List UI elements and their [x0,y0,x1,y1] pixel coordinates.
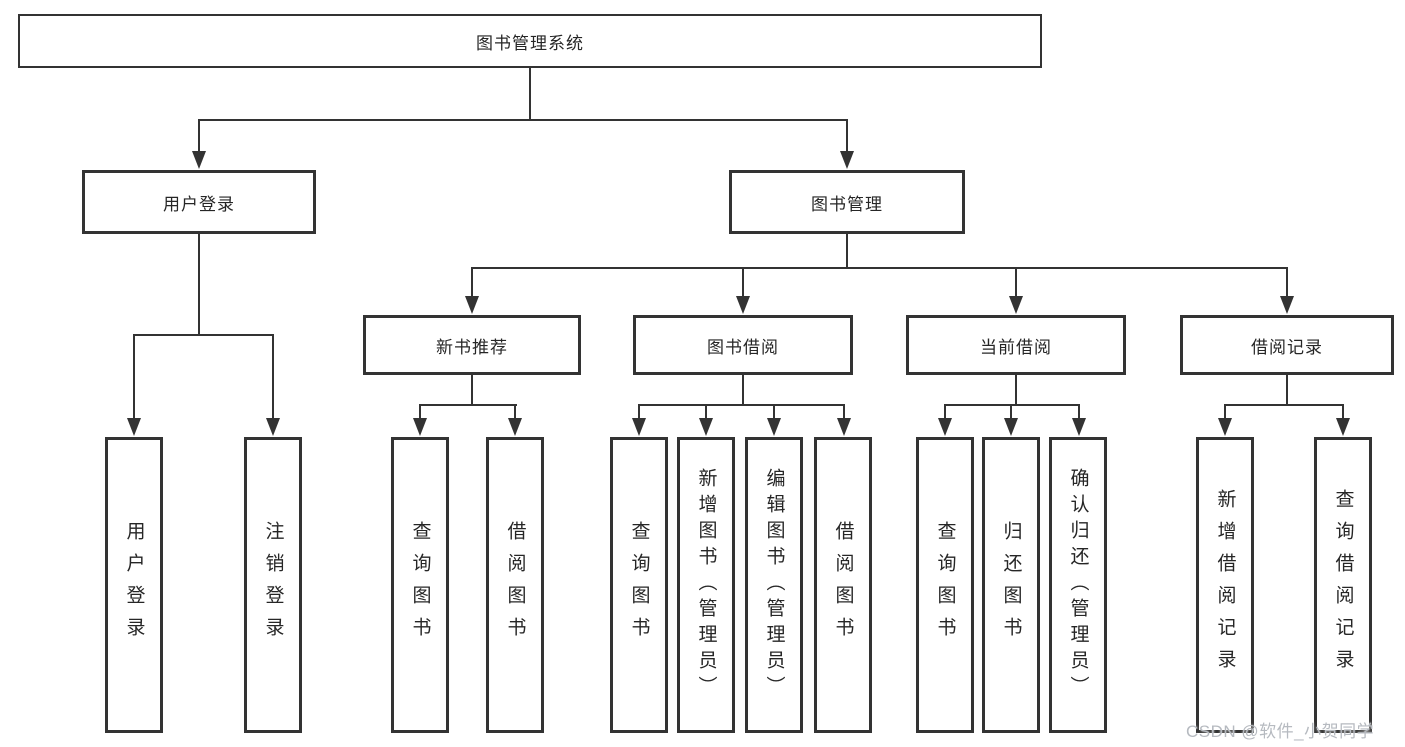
connector-br-stem [1286,375,1288,406]
node-ul-logout-label: 注销登录 [262,521,284,649]
arrowhead-bb-add [699,418,713,436]
node-current-borrowing-label: 当前借阅 [980,337,1052,357]
node-nbr-query-books-label: 查询图书 [409,521,431,649]
node-bb-query-books: 查询图书 [610,437,668,733]
connector-root-stem [529,68,531,121]
arrow-shaft-cb-query [944,404,946,420]
connector-bb-cross [638,404,845,406]
connector-user-login-cross [133,334,274,336]
arrow-shaft-book-borrowing [742,267,744,298]
arrow-shaft-nbr-query [419,404,421,420]
arrowhead-book-borrowing [736,296,750,314]
arrowhead-bb-edit [767,418,781,436]
connector-book-management-stem [846,234,848,269]
arrowhead-br-query [1336,418,1350,436]
node-nbr-query-books: 查询图书 [391,437,449,733]
node-br-add-record: 新增借阅记录 [1196,437,1254,733]
arrowhead-borrowing-records [1280,296,1294,314]
node-user-login: 用户登录 [82,170,316,234]
connector-bb-stem [742,375,744,406]
arrowhead-br-add [1218,418,1232,436]
arrow-shaft-bb-query [638,404,640,420]
connector-cb-cross [944,404,1080,406]
node-bb-edit-books-admin: 编辑图书（管理员） [745,437,803,733]
arrowhead-bb-borrow [837,418,851,436]
connector-br-cross [1224,404,1344,406]
node-book-management: 图书管理 [729,170,965,234]
connector-root-cross [198,119,848,121]
arrow-shaft-borrowing-records [1286,267,1288,298]
arrow-shaft-cb-return [1010,404,1012,420]
node-bb-borrow-books: 借阅图书 [814,437,872,733]
arrowhead-nbr-borrow [508,418,522,436]
node-br-add-record-label: 新增借阅记录 [1214,489,1236,681]
node-borrowing-records: 借阅记录 [1180,315,1394,375]
arrow-shaft-nbr-borrow [514,404,516,420]
node-current-borrowing: 当前借阅 [906,315,1126,375]
arrowhead-ul-logout [266,418,280,436]
node-nbr-borrow-books: 借阅图书 [486,437,544,733]
node-library-management-system: 图书管理系统 [18,14,1042,68]
arrow-shaft-ul-login [133,334,135,420]
arrowhead-bb-query [632,418,646,436]
arrow-shaft-current-borrowing [1015,267,1017,298]
node-book-borrowing-label: 图书借阅 [707,337,779,357]
arrowhead-user-login [192,151,206,169]
arrow-shaft-cb-confirm [1078,404,1080,420]
node-bb-add-books-admin: 新增图书（管理员） [677,437,735,733]
node-br-query-record: 查询借阅记录 [1314,437,1372,733]
node-library-management-system-label: 图书管理系统 [476,33,584,53]
arrow-shaft-ul-logout [272,334,274,420]
arrow-shaft-user-login [198,119,200,153]
node-cb-confirm-return-admin-label: 确认归还（管理员） [1067,468,1089,702]
node-cb-return-books: 归还图书 [982,437,1040,733]
arrow-shaft-br-add [1224,404,1226,420]
node-cb-query-books-label: 查询图书 [934,521,956,649]
node-ul-user-login-label: 用户登录 [123,521,145,649]
arrow-shaft-br-query [1342,404,1344,420]
node-bb-add-books-admin-label: 新增图书（管理员） [695,468,717,702]
node-bb-query-books-label: 查询图书 [628,521,650,649]
arrowhead-current-borrowing [1009,296,1023,314]
csdn-watermark: CSDN @软件_小贺同学 [1186,722,1375,741]
node-bb-edit-books-admin-label: 编辑图书（管理员） [763,468,785,702]
connector-cb-stem [1015,375,1017,406]
node-new-book-recommendation: 新书推荐 [363,315,581,375]
arrow-shaft-bb-borrow [843,404,845,420]
arrow-shaft-bb-add [705,404,707,420]
connector-user-login-stem [198,234,200,336]
arrowhead-new-book-recommendation [465,296,479,314]
connector-nbr-cross [419,404,517,406]
node-borrowing-records-label: 借阅记录 [1251,337,1323,357]
connector-book-management-cross [471,267,1288,269]
node-ul-user-login: 用户登录 [105,437,163,733]
arrow-shaft-book-management [846,119,848,153]
node-br-query-record-label: 查询借阅记录 [1332,489,1354,681]
node-book-borrowing: 图书借阅 [633,315,853,375]
node-user-login-label: 用户登录 [163,194,235,214]
arrowhead-cb-query [938,418,952,436]
node-nbr-borrow-books-label: 借阅图书 [504,521,526,649]
arrowhead-cb-confirm [1072,418,1086,436]
node-book-management-label: 图书管理 [811,194,883,214]
node-new-book-recommendation-label: 新书推荐 [436,337,508,357]
arrowhead-ul-login [127,418,141,436]
arrow-shaft-bb-edit [773,404,775,420]
node-cb-confirm-return-admin: 确认归还（管理员） [1049,437,1107,733]
arrowhead-cb-return [1004,418,1018,436]
node-ul-logout: 注销登录 [244,437,302,733]
connector-nbr-stem [471,375,473,406]
node-cb-query-books: 查询图书 [916,437,974,733]
arrow-shaft-new-book-recommendation [471,267,473,298]
arrowhead-book-management [840,151,854,169]
node-bb-borrow-books-label: 借阅图书 [832,521,854,649]
node-cb-return-books-label: 归还图书 [1000,521,1022,649]
arrowhead-nbr-query [413,418,427,436]
